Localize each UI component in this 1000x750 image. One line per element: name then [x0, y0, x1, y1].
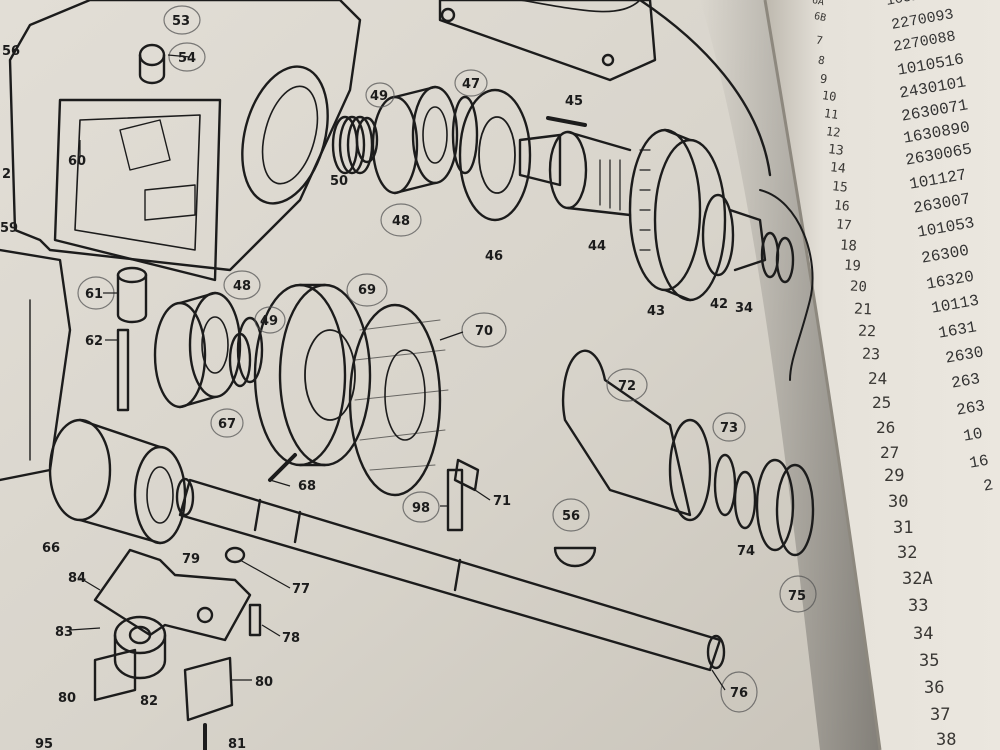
callout-56-top: 56 — [2, 44, 20, 59]
callout-49: 49 — [370, 89, 388, 104]
callout-43: 43 — [647, 304, 665, 319]
callout-44: 44 — [588, 239, 606, 254]
callout-46: 46 — [485, 249, 503, 264]
callout-74: 74 — [737, 544, 755, 559]
callout-56: 56 — [562, 509, 580, 524]
callout-42: 42 — [710, 297, 728, 312]
callout-61: 61 — [85, 287, 103, 302]
callout-59: 59 — [0, 221, 18, 236]
callout-71: 71 — [493, 494, 511, 509]
callout-68: 68 — [298, 479, 316, 494]
callout-49-lower: 49 — [260, 314, 278, 329]
callout-70: 70 — [475, 324, 493, 339]
callout-95: 95 — [35, 737, 53, 750]
callout-62: 62 — [85, 334, 103, 349]
callout-48-lower: 48 — [233, 279, 251, 294]
callout-77: 77 — [292, 582, 310, 597]
callout-72: 72 — [618, 379, 636, 394]
callout-50: 50 — [330, 174, 348, 189]
callout-80-right: 80 — [255, 675, 273, 690]
callout-2: 2 — [2, 167, 11, 182]
callout-76: 76 — [730, 686, 748, 701]
callout-82: 82 — [140, 694, 158, 709]
callout-78: 78 — [282, 631, 300, 646]
callout-60: 60 — [68, 154, 86, 169]
callout-79: 79 — [182, 552, 200, 567]
callout-66: 66 — [42, 541, 60, 556]
callout-54: 54 — [178, 51, 196, 66]
callout-67: 67 — [218, 417, 236, 432]
callout-83: 83 — [55, 625, 73, 640]
callout-45: 45 — [565, 94, 583, 109]
callout-53: 53 — [172, 14, 190, 29]
callout-80-left: 80 — [58, 691, 76, 706]
callout-98: 98 — [412, 501, 430, 516]
callout-34: 34 — [735, 301, 753, 316]
callout-84: 84 — [68, 571, 86, 586]
callout-69: 69 — [358, 283, 376, 298]
callout-75: 75 — [788, 589, 806, 604]
callout-47: 47 — [462, 77, 480, 92]
callout-81: 81 — [228, 737, 246, 750]
callout-73: 73 — [720, 421, 738, 436]
callout-48: 48 — [392, 214, 410, 229]
